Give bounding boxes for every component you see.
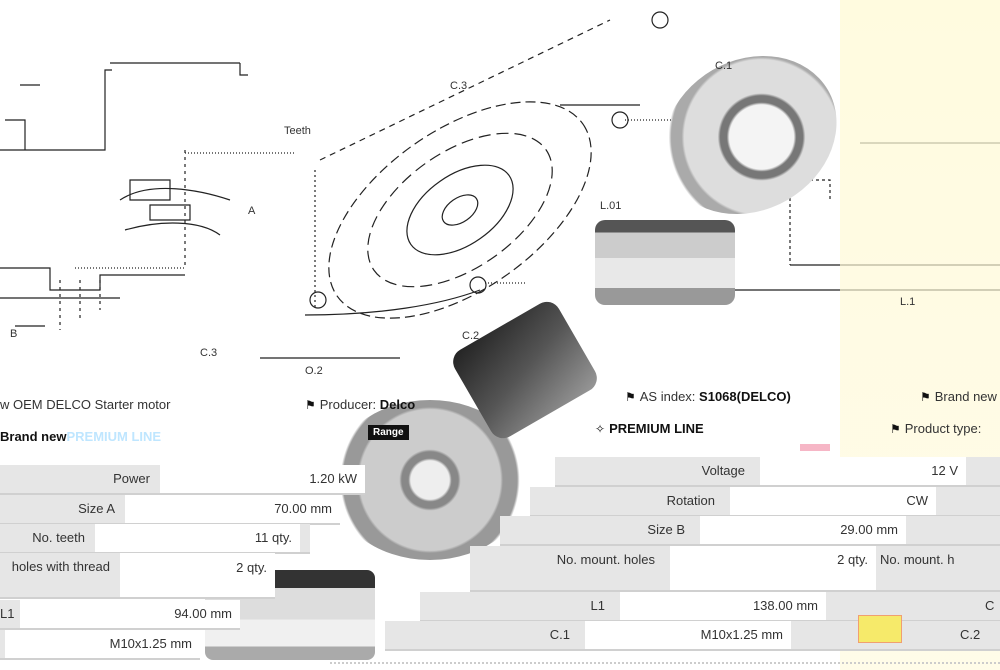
label-c1: C.1 xyxy=(715,60,733,72)
label-c2: C.2 xyxy=(462,330,480,342)
table-row: Size A 70.00 mm xyxy=(0,495,340,525)
table-row: L1 94.00 mm xyxy=(0,600,240,630)
label-c3-top: C.3 xyxy=(450,80,468,92)
table-row: Voltage 12 V xyxy=(555,457,1000,487)
label-l01: L.01 xyxy=(600,200,622,212)
motor-side-drawing xyxy=(0,62,295,330)
table-row: Power 1.20 kW xyxy=(0,465,365,495)
premium-overlay: PREMIUM LINE xyxy=(66,429,162,444)
brand-new-badge: Brand newPREMIUM LINE xyxy=(0,429,162,444)
table-row: L1 138.00 mm C xyxy=(420,592,1000,622)
premium-icon: ✧ xyxy=(595,422,606,436)
type-icon: ⚑ xyxy=(890,422,901,436)
producer-value: Delco xyxy=(379,397,416,412)
producer-label: Producer: xyxy=(319,397,377,412)
label-o2: O.2 xyxy=(305,365,323,377)
product-type-info: ⚑Product type: xyxy=(890,421,982,436)
table-row: No. teeth 11 qty. xyxy=(0,524,310,554)
label-a: A xyxy=(248,205,256,217)
pink-mark xyxy=(800,444,830,451)
label-teeth: Teeth xyxy=(284,125,311,137)
producer-info: ⚑Producer: Delco xyxy=(305,397,415,412)
table-row: holes with thread 2 qty. xyxy=(0,553,275,599)
dotted-divider xyxy=(330,662,1000,666)
flange-front-drawing xyxy=(260,11,680,359)
table-row: C.1 M10x1.25 mm C.2 xyxy=(385,621,1000,651)
label-b: B xyxy=(10,328,18,340)
as-index-label: AS index: xyxy=(639,389,696,404)
starter-motor-photo-small xyxy=(595,220,735,305)
product-title: w OEM DELCO Starter motor xyxy=(0,397,171,412)
brand-new-info: ⚑Brand new xyxy=(920,389,997,404)
premium-line-info: ✧PREMIUM LINE xyxy=(595,421,704,436)
info-icon: ⚑ xyxy=(305,398,316,412)
label-l1: L.1 xyxy=(900,296,916,308)
index-icon: ⚑ xyxy=(625,390,636,404)
range-badge: Range xyxy=(368,425,409,440)
label-c3: C.3 xyxy=(200,347,218,359)
as-index-value: S1068(DELCO) xyxy=(699,389,791,404)
yellow-label-mark xyxy=(858,615,902,643)
table-row: M10x1.25 mm xyxy=(0,630,200,660)
tag-icon: ⚑ xyxy=(920,390,931,404)
table-row: Rotation CW xyxy=(530,487,1000,517)
table-row: No. mount. holes 2 qty. No. mount. h xyxy=(470,546,1000,592)
table-row: Size B 29.00 mm xyxy=(500,516,1000,546)
as-index-info: ⚑AS index: S1068(DELCO) xyxy=(625,389,791,404)
